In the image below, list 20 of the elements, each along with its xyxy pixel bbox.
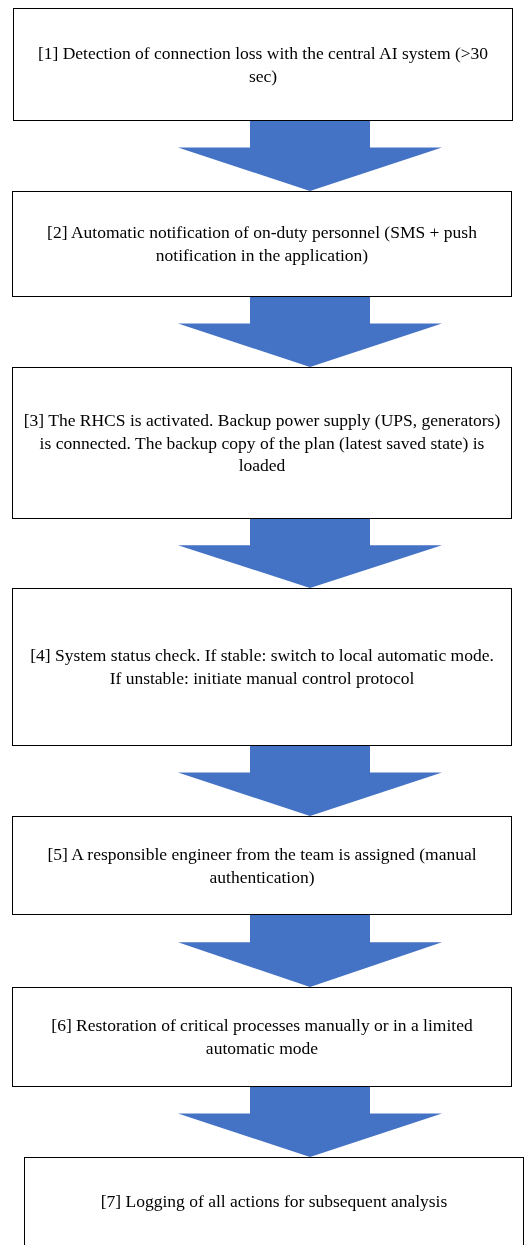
block-arrow <box>178 519 442 588</box>
step-text: [3] The RHCS is activated. Backup power supply (UPS, generators) is connected. The backup copy of the plan (latest saved state) is loaded <box>23 408 501 478</box>
step-text: [5] A responsible engineer from the team is assigned (manual authentication) <box>46 842 478 889</box>
block-arrow <box>178 915 442 987</box>
process-box <box>12 588 512 746</box>
step-text: [6] Restoration of critical processes manually or in a limited automatic mode <box>50 1014 474 1060</box>
block-arrow <box>178 1087 442 1157</box>
process-box <box>12 367 512 519</box>
process-box <box>13 8 513 121</box>
step-text: [7] Logging of all actions for subsequent analysis <box>100 1190 448 1213</box>
block-arrow <box>178 121 442 191</box>
step-text: [4] System status check. If stable: switch to local automatic mode. If unstable: initiate manual control protocol <box>29 644 495 690</box>
step-text: [1] Detection of connection loss with the central AI system (>30 sec) <box>36 41 490 88</box>
process-box <box>24 1157 524 1245</box>
process-box <box>12 191 512 297</box>
process-box <box>12 987 512 1087</box>
block-arrow <box>178 746 442 816</box>
process-box <box>12 816 512 915</box>
block-arrow <box>178 297 442 367</box>
step-text: [2] Automatic notification of on-duty personnel (SMS + push notification in the application) <box>46 221 478 267</box>
